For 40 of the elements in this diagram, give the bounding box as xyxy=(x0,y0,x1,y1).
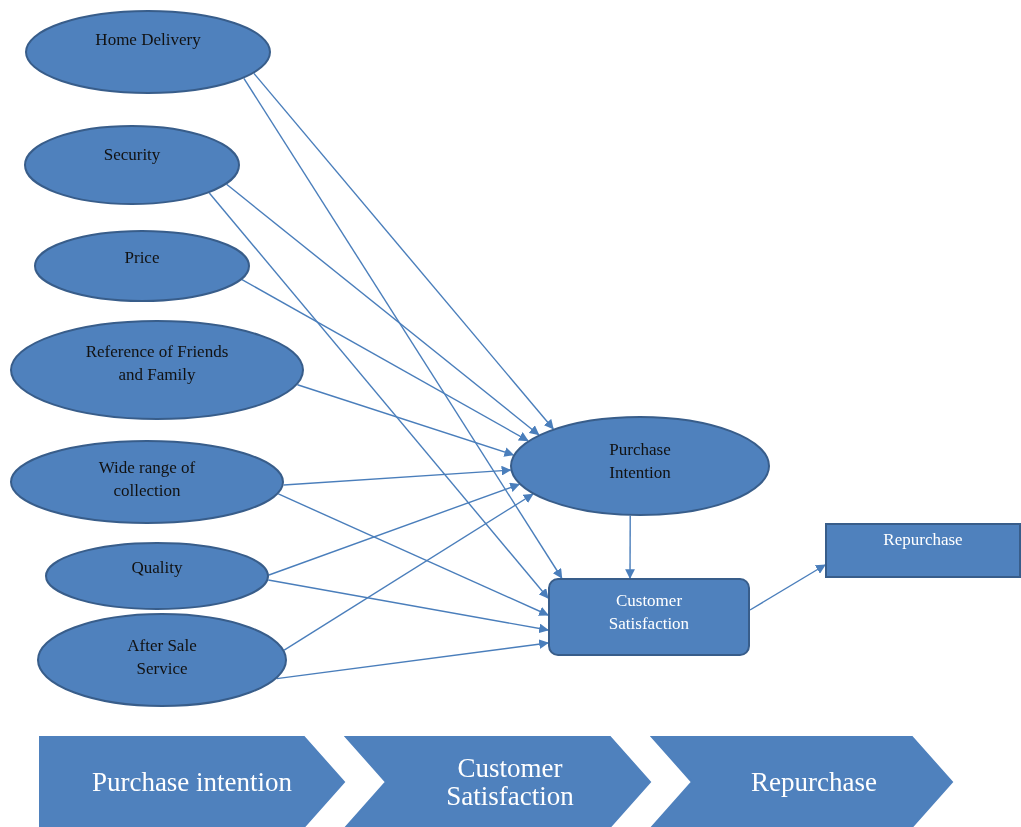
node-label: Repurchase xyxy=(751,767,877,797)
node-label: Purchase intention xyxy=(91,767,293,797)
chevron-step xyxy=(346,737,650,827)
node-label: Price xyxy=(124,246,160,269)
arrow xyxy=(283,493,534,651)
rounded-box xyxy=(548,578,750,656)
node-label: Wide range of collection xyxy=(97,457,197,502)
node-label: Customer Satisfaction xyxy=(445,753,575,811)
oval-node xyxy=(24,125,240,205)
node-label: Home Delivery xyxy=(95,28,201,51)
arrow xyxy=(296,384,515,457)
node-label: Security xyxy=(103,143,161,166)
arrow xyxy=(225,183,540,436)
oval-node xyxy=(510,416,770,516)
arrow xyxy=(241,278,529,442)
oval-node xyxy=(34,230,250,302)
arrow xyxy=(243,77,563,579)
oval-node xyxy=(10,320,304,420)
oval-node xyxy=(37,613,287,707)
arrow xyxy=(282,465,512,486)
arrow xyxy=(208,192,549,599)
arrow xyxy=(625,515,635,579)
arrow xyxy=(749,564,826,611)
node-label: Quality xyxy=(131,556,183,579)
process-box xyxy=(825,523,1021,578)
arrow xyxy=(277,493,549,616)
arrow xyxy=(253,72,554,430)
node-label: Reference of Friends and Family xyxy=(84,341,230,386)
oval-node xyxy=(25,10,271,94)
node-label: Customer Satisfaction xyxy=(607,590,691,635)
arrow xyxy=(268,482,520,576)
arrow xyxy=(267,579,549,634)
oval-node xyxy=(10,440,284,524)
chevron-step xyxy=(40,737,344,827)
oval-node xyxy=(45,542,269,610)
arrow xyxy=(276,639,549,680)
node-label: After Sale Service xyxy=(126,635,198,680)
node-label: Purchase Intention xyxy=(608,439,672,484)
node-label: Repurchase xyxy=(883,529,963,552)
chevron-step xyxy=(652,737,952,827)
